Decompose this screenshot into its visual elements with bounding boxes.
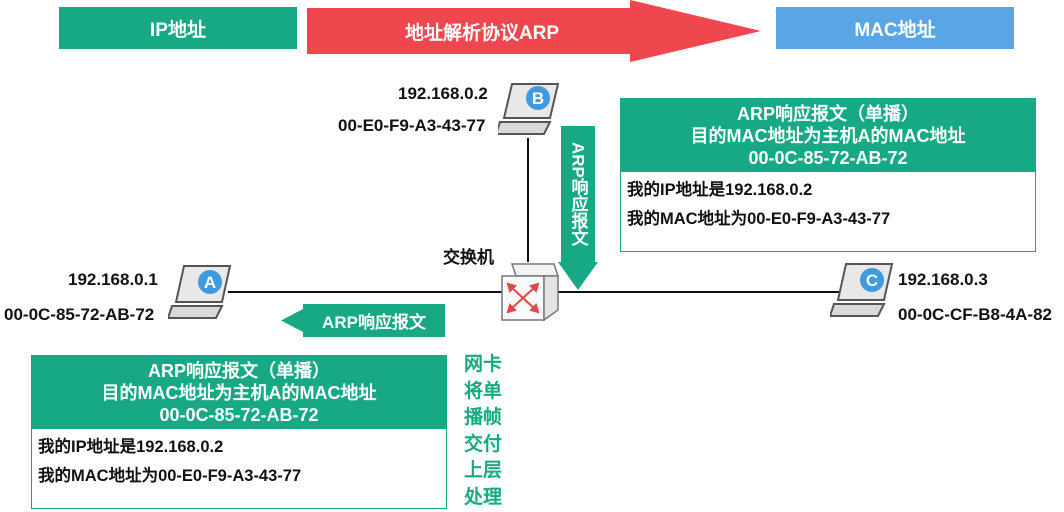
arp-reply-panel-top: ARP响应报文（单播） 目的MAC地址为主机A的MAC地址 00-0C-85-7… — [620, 98, 1036, 252]
host-b-letter: B — [532, 89, 544, 108]
arp-reply-left-arrow: ARP响应报文 — [281, 304, 445, 337]
panel-bottom-title: ARP响应报文（单播） — [147, 361, 330, 381]
host-a-mac: 00-0C-85-72-AB-72 — [4, 305, 155, 324]
arp-reply-down-arrow: ARP响应报文 — [558, 126, 598, 290]
host-b-ip: 192.168.0.2 — [398, 84, 488, 103]
host-a-ip: 192.168.0.1 — [68, 270, 158, 289]
host-a-letter: A — [204, 273, 216, 292]
panel-bottom-header: ARP响应报文（单播） 目的MAC地址为主机A的MAC地址 00-0C-85-7… — [32, 356, 446, 429]
panel-top-header: ARP响应报文（单播） 目的MAC地址为主机A的MAC地址 00-0C-85-7… — [621, 99, 1035, 172]
nic-delivers-note: 网卡将单播帧交付上层处理 — [463, 354, 502, 508]
arp-reply-down-label: ARP响应报文 — [568, 142, 588, 246]
panel-bottom-dest-mac: 00-0C-85-72-AB-72 — [159, 405, 319, 425]
host-a-laptop-icon: A — [168, 265, 232, 319]
arp-protocol-label: 地址解析协议ARP — [404, 22, 560, 44]
panel-top-subtitle: 目的MAC地址为主机A的MAC地址 — [690, 126, 966, 146]
switch-label: 交换机 — [443, 248, 494, 267]
arp-reply-left-label: ARP响应报文 — [322, 313, 426, 332]
panel-bottom-ip-line: 我的IP地址是192.168.0.2 — [38, 438, 224, 456]
host-c-ip: 192.168.0.3 — [898, 270, 988, 289]
mac-address-banner: MAC地址 — [776, 7, 1014, 49]
ip-address-banner: IP地址 — [59, 7, 297, 49]
panel-top-dest-mac: 00-0C-85-72-AB-72 — [748, 148, 908, 168]
host-c-mac: 00-0C-CF-B8-4A-82 — [898, 305, 1052, 324]
host-b-mac: 00-E0-F9-A3-43-77 — [338, 116, 486, 135]
panel-bottom-subtitle: 目的MAC地址为主机A的MAC地址 — [101, 383, 377, 403]
switch-icon — [501, 263, 560, 322]
left-arrow-icon — [281, 304, 445, 337]
red-arrow-icon — [307, 0, 761, 62]
host-c-letter: C — [866, 271, 878, 290]
arp-reply-panel-bottom: ARP响应报文（单播） 目的MAC地址为主机A的MAC地址 00-0C-85-7… — [31, 355, 447, 509]
host-b-laptop-icon: B — [498, 83, 560, 135]
arp-arrow-banner: 地址解析协议ARP — [307, 0, 761, 62]
mac-address-label: MAC地址 — [854, 19, 936, 41]
panel-top-title: ARP响应报文（单播） — [736, 104, 919, 124]
down-arrow-icon — [558, 126, 598, 290]
panel-top-ip-line: 我的IP地址是192.168.0.2 — [627, 181, 813, 199]
ip-address-label: IP地址 — [150, 19, 206, 41]
panel-top-mac-line: 我的MAC地址为00-E0-F9-A3-43-77 — [627, 210, 891, 228]
host-c-laptop-icon: C — [830, 263, 894, 317]
panel-bottom-mac-line: 我的MAC地址为00-E0-F9-A3-43-77 — [38, 467, 302, 485]
